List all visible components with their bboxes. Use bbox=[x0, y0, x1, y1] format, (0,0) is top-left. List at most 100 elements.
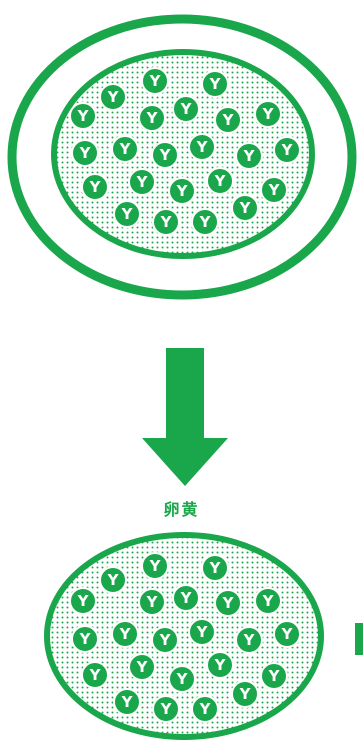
bottom-antibody-circle bbox=[231, 680, 259, 708]
top-antibody-symbol: Y bbox=[268, 181, 281, 199]
top-antibody-circle bbox=[111, 135, 139, 163]
top-antibody-symbol: Y bbox=[262, 105, 275, 123]
bottom-antibody-circle bbox=[141, 552, 169, 580]
bottom-antibody-symbol: Y bbox=[199, 700, 212, 718]
top-antibody-circle bbox=[113, 200, 141, 228]
top-antibody-circle bbox=[191, 208, 219, 236]
bottom-antibody-symbol: Y bbox=[180, 589, 193, 607]
top-antibody-circle bbox=[201, 70, 229, 98]
bottom-antibody-symbol: Y bbox=[149, 557, 162, 575]
top-antibody-symbol: Y bbox=[176, 182, 189, 200]
top-antibody-circle bbox=[152, 208, 180, 236]
top-antibody-circle bbox=[168, 177, 196, 205]
top-antibody-symbol: Y bbox=[239, 199, 252, 217]
top-antibody-symbol: Y bbox=[243, 147, 256, 165]
bottom-antibody-symbol: Y bbox=[136, 658, 149, 676]
top-antibody-circle bbox=[172, 95, 200, 123]
bottom-antibody-circle bbox=[191, 695, 219, 723]
bottom-antibody-symbol: Y bbox=[262, 592, 275, 610]
top-antibody-symbol: Y bbox=[136, 173, 149, 191]
top-antibody-circle bbox=[260, 176, 288, 204]
bottom-antibody-circle bbox=[128, 653, 156, 681]
bottom-antibody-circle bbox=[201, 554, 229, 582]
bottom-antibody-symbol: Y bbox=[239, 685, 252, 703]
bottom-antibody-circle bbox=[168, 665, 196, 693]
top-antibody-symbol: Y bbox=[107, 88, 120, 106]
top-antibody-symbol: Y bbox=[79, 144, 92, 162]
bottom-antibody-symbol: Y bbox=[222, 594, 235, 612]
bottom-antibody-symbol: Y bbox=[107, 571, 120, 589]
bottom-antibody-symbol: Y bbox=[214, 656, 227, 674]
bottom-antibody-symbol: Y bbox=[159, 631, 172, 649]
top-antibody-symbol: Y bbox=[160, 213, 173, 231]
bottom-antibody-symbol: Y bbox=[121, 693, 134, 711]
top-antibody-circle bbox=[188, 133, 216, 161]
bottom-antibody-circle bbox=[151, 626, 179, 654]
top-antibody-circle bbox=[71, 139, 99, 167]
top-antibody-circle bbox=[231, 194, 259, 222]
bottom-antibody-circle bbox=[273, 620, 301, 648]
bottom-antibody-symbol: Y bbox=[160, 700, 173, 718]
top-antibody-symbol: Y bbox=[196, 138, 209, 156]
bottom-antibody-circle bbox=[214, 589, 242, 617]
bottom-antibody-symbol: Y bbox=[146, 593, 159, 611]
top-antibody-circle bbox=[151, 141, 179, 169]
top-antibody-circle bbox=[235, 142, 263, 170]
top-antibody-circle bbox=[81, 173, 109, 201]
top-antibody-symbol: Y bbox=[146, 109, 159, 127]
top-antibody-symbol: Y bbox=[222, 111, 235, 129]
top-antibody-symbol: Y bbox=[281, 141, 294, 159]
bottom-antibody-symbol: Y bbox=[176, 670, 189, 688]
bottom-antibody-symbol: Y bbox=[281, 625, 294, 643]
bottom-antibody-symbol: Y bbox=[268, 667, 281, 685]
top-antibody-symbol: Y bbox=[149, 72, 162, 90]
bottom-antibody-symbol: Y bbox=[209, 559, 222, 577]
bottom-antibody-circle bbox=[152, 695, 180, 723]
top-antibody-symbol: Y bbox=[199, 213, 212, 231]
bottom-antibody-circle bbox=[81, 661, 109, 689]
top-antibody-circle bbox=[141, 67, 169, 95]
top-antibody-symbol: Y bbox=[119, 140, 132, 158]
bottom-antibody-circle bbox=[206, 651, 234, 679]
bottom-antibody-circle bbox=[260, 662, 288, 690]
top-antibody-symbol: Y bbox=[214, 172, 227, 190]
top-antibody-circle bbox=[128, 168, 156, 196]
top-antibody-symbol: Y bbox=[89, 178, 102, 196]
top-antibody-circle bbox=[69, 102, 97, 130]
bottom-antibody-symbol: Y bbox=[79, 630, 92, 648]
bottom-antibody-circle bbox=[235, 626, 263, 654]
top-antibody-circle bbox=[273, 136, 301, 164]
edge-mark bbox=[355, 623, 363, 655]
bottom-antibody-symbol: Y bbox=[77, 592, 90, 610]
bottom-antibody-symbol: Y bbox=[243, 631, 256, 649]
top-antibody-symbol: Y bbox=[121, 205, 134, 223]
top-antibody-symbol: Y bbox=[209, 75, 222, 93]
top-antibody-circle bbox=[214, 106, 242, 134]
bottom-antibody-circle bbox=[69, 587, 97, 615]
bottom-antibody-circle bbox=[138, 588, 166, 616]
bottom-antibody-circle bbox=[188, 618, 216, 646]
yolk-label: 卵黄 bbox=[163, 500, 200, 519]
top-antibody-circle bbox=[138, 104, 166, 132]
bottom-antibody-symbol: Y bbox=[196, 623, 209, 641]
bottom-antibody-circle bbox=[111, 620, 139, 648]
bottom-antibody-symbol: Y bbox=[119, 625, 132, 643]
top-antibody-circle bbox=[254, 100, 282, 128]
top-antibody-symbol: Y bbox=[180, 100, 193, 118]
top-antibody-circle bbox=[99, 83, 127, 111]
bottom-antibody-circle bbox=[172, 584, 200, 612]
bottom-antibody-symbol: Y bbox=[89, 666, 102, 684]
bottom-antibody-circle bbox=[113, 688, 141, 716]
bottom-antibody-circle bbox=[99, 566, 127, 594]
top-antibody-symbol: Y bbox=[159, 146, 172, 164]
top-antibody-symbol: Y bbox=[77, 107, 90, 125]
top-antibody-circle bbox=[206, 167, 234, 195]
bottom-antibody-circle bbox=[254, 587, 282, 615]
bottom-antibody-circle bbox=[71, 625, 99, 653]
down-arrow-icon bbox=[142, 348, 228, 486]
